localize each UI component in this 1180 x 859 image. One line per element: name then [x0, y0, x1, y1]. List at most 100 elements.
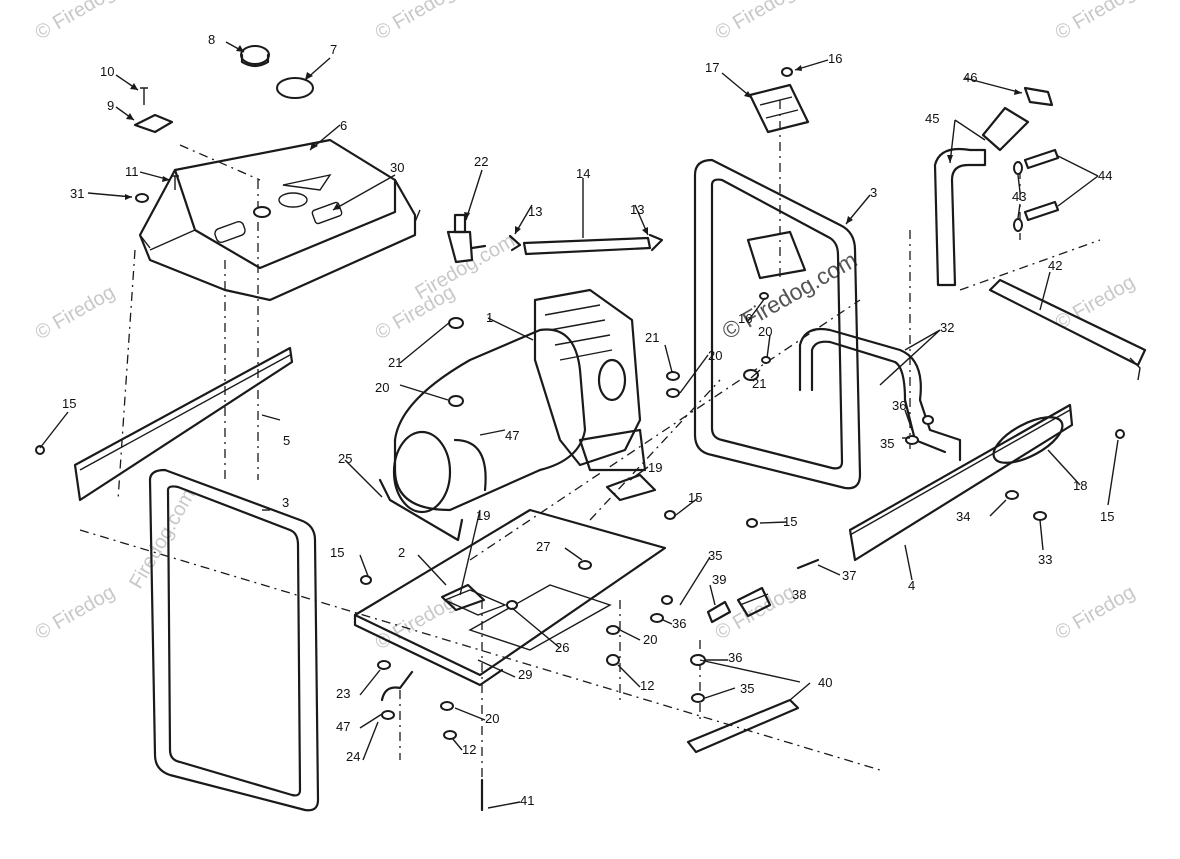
label-part: 41	[520, 793, 534, 808]
hardware	[35, 67, 1125, 740]
label-part: 34	[956, 509, 970, 524]
side-rail	[73, 346, 294, 502]
label-part: 16	[828, 51, 842, 66]
label-part: 6	[340, 118, 347, 133]
label-part: 35	[880, 436, 894, 451]
label-part: 35	[740, 681, 754, 696]
label-part: 17	[705, 60, 719, 75]
watermark: © Firedog	[712, 0, 799, 44]
label-part: 13	[528, 204, 542, 219]
watermark: © Firedog	[32, 281, 119, 344]
clamp-clip	[133, 113, 174, 134]
label-part: 11	[125, 164, 139, 179]
label-part: 4	[908, 578, 915, 593]
part-labels: 8 7 10 9 6 11 31 30 22 13 14 13 17 16 3 …	[62, 32, 1114, 808]
washer	[1013, 161, 1023, 175]
label-part: 22	[474, 154, 488, 169]
label-part: 9	[107, 98, 114, 113]
screw	[171, 175, 179, 190]
label-part: 1	[486, 310, 493, 325]
label-part: 27	[536, 539, 550, 554]
label-part: 47	[505, 428, 519, 443]
label-part: 43	[1012, 189, 1026, 204]
label-part: 36	[892, 398, 906, 413]
clamp	[736, 586, 772, 618]
label-part: 33	[1038, 552, 1052, 567]
watermarks: © Firedog © Firedog © Firedog © Firedog …	[32, 0, 1139, 654]
watermark: © Firedog	[32, 581, 119, 644]
label-part: 15	[783, 514, 797, 529]
label-part: 20	[758, 324, 772, 339]
leader-lines	[39, 41, 1119, 809]
side-bar	[848, 403, 1074, 562]
label-part: 7	[330, 42, 337, 57]
label-part: 37	[842, 568, 856, 583]
watermark: © Firedog	[1052, 0, 1139, 44]
frame-right	[693, 158, 862, 490]
label-part: 20	[375, 380, 389, 395]
label-part: 21	[388, 355, 402, 370]
nut	[381, 710, 395, 720]
label-part: 36	[672, 616, 686, 631]
label-part: 10	[100, 64, 114, 79]
foot-bracket	[686, 698, 800, 754]
label-part: 30	[390, 160, 404, 175]
watermark: Firedog.com	[125, 485, 200, 592]
bolt	[1023, 148, 1060, 170]
label-part: 8	[208, 32, 215, 47]
carry-handle	[798, 327, 962, 462]
label-part: 16	[738, 311, 752, 326]
handle-bracket	[748, 83, 810, 134]
vibration-mount	[440, 583, 486, 612]
label-part: 15	[1100, 509, 1114, 524]
vibration-mount	[605, 473, 657, 502]
label-part: 21	[752, 376, 766, 391]
watermark: Firedog.com	[412, 230, 519, 305]
label-part: 26	[555, 640, 569, 655]
bracket	[746, 230, 807, 280]
label-part: 14	[576, 166, 590, 181]
label-part: 3	[870, 185, 877, 200]
label-part: 19	[476, 508, 490, 523]
handle-grip	[981, 106, 1030, 152]
handle-tube	[933, 147, 987, 287]
cap-gasket	[276, 77, 314, 99]
screw-head	[377, 660, 391, 670]
label-part: 13	[630, 202, 644, 217]
label-part: 23	[336, 686, 350, 701]
bolt	[1023, 200, 1060, 222]
frame-left	[148, 468, 320, 812]
watermark: © Firedog	[372, 0, 459, 44]
label-part: 20	[485, 711, 499, 726]
label-part: 29	[518, 667, 532, 682]
label-part: 25	[338, 451, 352, 466]
label-part: 32	[940, 320, 954, 335]
label-part: 15	[688, 490, 702, 505]
label-part: 20	[708, 348, 722, 363]
label-part: 5	[283, 433, 290, 448]
label-part: 15	[330, 545, 344, 560]
label-part: 20	[643, 632, 657, 647]
label-part: 19	[648, 460, 662, 475]
label-part: 18	[1073, 478, 1087, 493]
lift-bar	[988, 278, 1147, 367]
label-part: 44	[1098, 168, 1112, 183]
label-part: 3	[282, 495, 289, 510]
base-plate	[353, 508, 667, 687]
label-part: 31	[70, 186, 84, 201]
fuel-cap-skirt	[240, 53, 270, 68]
fuel-tank	[138, 138, 421, 302]
engine-assembly	[378, 288, 647, 542]
fastener	[796, 558, 820, 570]
label-part: 42	[1048, 258, 1062, 273]
label-part: 38	[792, 587, 806, 602]
end-cap	[1023, 86, 1054, 107]
washer	[135, 193, 149, 203]
washer	[1013, 218, 1023, 232]
label-part: 40	[818, 675, 832, 690]
label-part: 2	[398, 545, 405, 560]
alignment-lines	[79, 100, 1101, 800]
label-part: 47	[336, 719, 350, 734]
